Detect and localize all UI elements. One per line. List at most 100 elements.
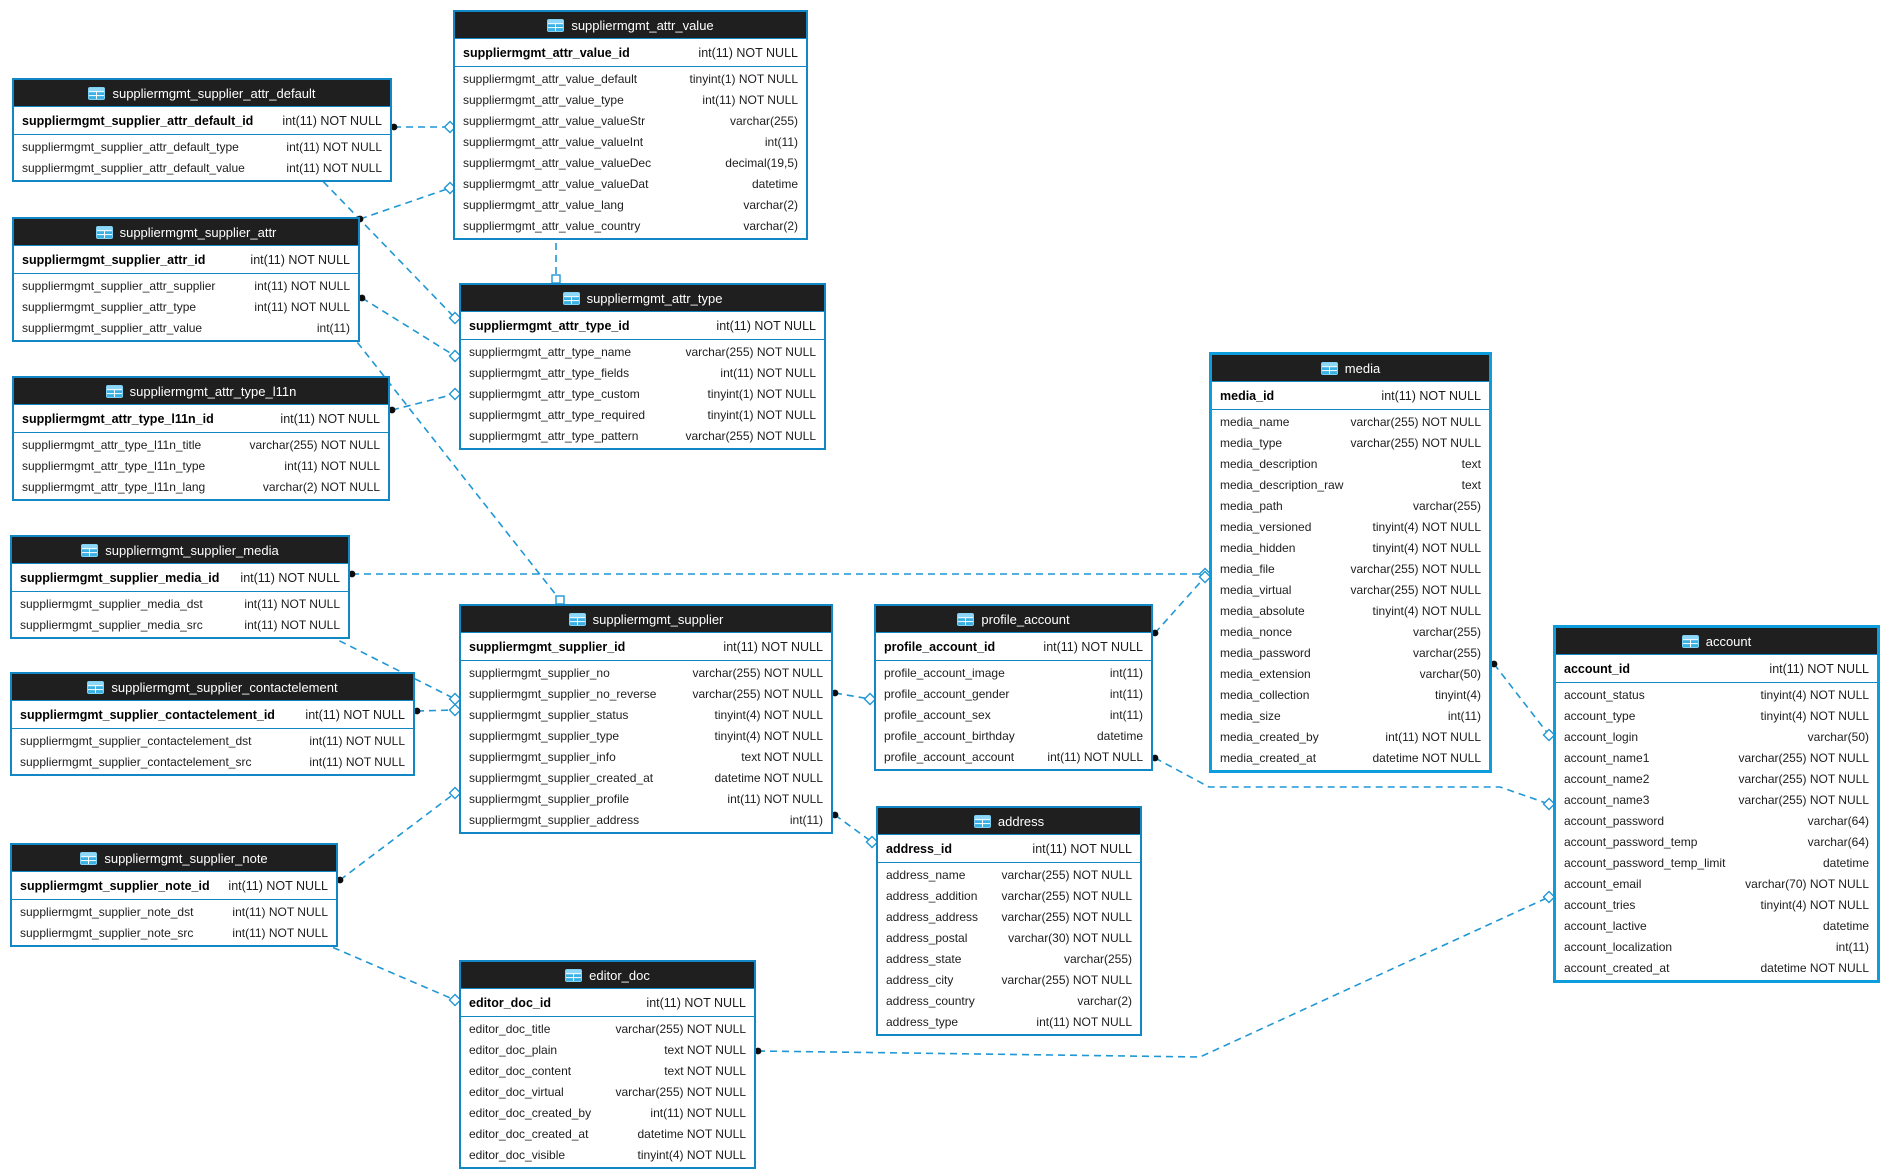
table-header[interactable]: suppliermgmt_supplier [461,606,831,633]
table-header[interactable]: media [1212,355,1489,382]
field-list: suppliermgmt_supplier_contactelement_dst… [12,729,413,774]
relationship-square-marker [551,274,561,284]
table-grid-icon [973,814,991,828]
relationship-dot-marker [358,294,366,302]
table-header[interactable]: address [878,808,1140,835]
field-type: int(11) NOT NULL [1032,841,1132,856]
field-name: media_created_at [1220,750,1317,765]
field-type: varchar(255) NOT NULL [1350,561,1482,576]
relationship-line-contactelement-to-supplier[interactable] [416,709,456,712]
field-type: varchar(255) [729,113,798,128]
table-title: suppliermgmt_supplier_media [105,542,279,558]
table-suppliermgmt_attr_value[interactable]: suppliermgmt_attr_value suppliermgmt_attr… [453,10,808,240]
table-header[interactable]: suppliermgmt_supplier_contactelement [12,674,413,701]
field-type: datetime NOT NULL [637,1126,747,1141]
field-type: text [1461,477,1481,492]
table-header[interactable]: account [1556,628,1877,655]
table-header[interactable]: suppliermgmt_supplier_attr_default [14,80,390,107]
field-name: suppliermgmt_attr_value_country [463,218,641,233]
field-type: text [1461,456,1481,471]
field-name: address_addition [886,888,978,903]
relationship-line-note-to-supplier[interactable] [339,792,456,881]
table-suppliermgmt_supplier[interactable]: suppliermgmt_supplier suppliermgmt_suppli… [459,604,833,834]
field-name: media_nonce [1220,624,1293,639]
relationship-line-profile_account-to-media[interactable] [1154,576,1206,634]
field-name: suppliermgmt_attr_type_id [469,318,630,333]
relationship-line-attr_default-to-attr_type[interactable] [314,172,456,319]
table-header[interactable]: suppliermgmt_attr_type [461,285,824,312]
table-header[interactable]: suppliermgmt_supplier_attr [14,219,358,246]
relationship-line-editor_doc-to-account[interactable] [757,896,1550,1058]
field-type: int(11) NOT NULL [254,299,350,314]
field-type: int(11) NOT NULL [240,570,340,585]
field-type: int(11) NOT NULL [702,92,798,107]
table-suppliermgmt_attr_type[interactable]: suppliermgmt_attr_type suppliermgmt_attr_… [459,283,826,450]
field-type: datetime [1096,728,1143,743]
relationship-line-supplier_media-to-supplier[interactable] [317,629,456,700]
field-name: editor_doc_created_at [469,1126,589,1141]
field-name: media_created_by [1220,729,1319,744]
field-type: varchar(255) NOT NULL [1001,888,1133,903]
table-grid-icon [562,291,580,305]
relationship-line-media-to-account[interactable] [1493,663,1550,736]
field-type: int(11) NOT NULL [286,139,382,154]
field-name: suppliermgmt_supplier_profile [469,791,630,806]
relationship-line-supplier-to-profile_account[interactable] [834,692,871,700]
relationship-line-supplier_attr-to-attr_type[interactable] [361,297,456,357]
relationship-line-note-to-editor_doc[interactable] [310,937,456,1001]
relationship-line-supplier_attr-to-attr_value[interactable] [359,187,451,220]
field-type: int(11) [764,134,798,149]
field-type: varchar(255) NOT NULL [1001,972,1133,987]
field-type: datetime NOT NULL [1760,960,1870,975]
field-name: suppliermgmt_attr_type_name [469,344,632,359]
field-name: suppliermgmt_supplier_attr_default_type [22,139,239,154]
field-name: suppliermgmt_attr_value_default [463,71,638,86]
table-grid-icon [957,612,975,626]
relationship-dot-marker [1490,660,1498,668]
table-header[interactable]: suppliermgmt_supplier_note [12,845,336,872]
field-type: int(11) NOT NULL [232,904,328,919]
field-name: suppliermgmt_supplier_attr_default_value [22,160,245,175]
field-type: varchar(255) NOT NULL [249,437,381,452]
table-title: suppliermgmt_supplier_attr [119,224,277,240]
field-type: int(11) NOT NULL [309,754,405,769]
relationship-line-supplier_attr-to-supplier[interactable] [349,332,561,601]
relationship-line-attr_type_l11n-to-attr_type[interactable] [391,393,456,411]
relationship-line-profile_account-to-account[interactable] [1154,757,1550,805]
table-header[interactable]: profile_account [876,606,1151,633]
field-name: account_localization [1564,939,1673,954]
table-header[interactable]: suppliermgmt_attr_type_l11n [14,378,388,405]
field-name: address_name [886,867,966,882]
table-header[interactable]: suppliermgmt_attr_value [455,12,806,39]
table-header[interactable]: suppliermgmt_supplier_media [12,537,348,564]
table-header[interactable]: editor_doc [461,962,754,989]
relationship-line-supplier-to-address[interactable] [834,814,873,843]
